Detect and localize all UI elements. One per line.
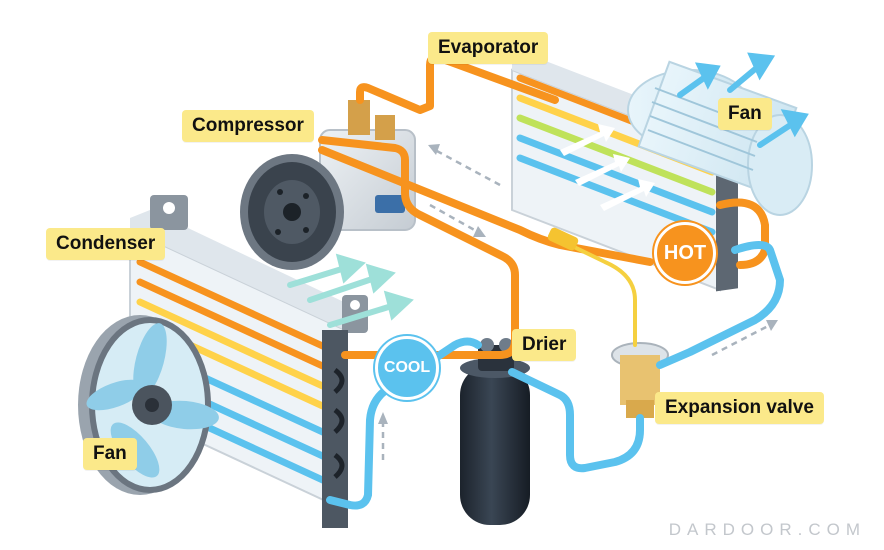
- evaporator-airflow-arrows: [560, 124, 655, 211]
- hot-line-evaporator-outlet: [716, 198, 769, 269]
- condenser-airflow-arrows: [287, 253, 414, 328]
- valve-sensing-line: [568, 243, 637, 347]
- drier-canister: [460, 365, 530, 525]
- condenser-right-bracket: [342, 295, 368, 333]
- cool-line-drier-to-valve: [508, 368, 644, 473]
- drier-unit: [460, 338, 530, 525]
- label-expansion-valve: Expansion valve: [655, 392, 824, 424]
- watermark: DARDOOR.COM: [668, 520, 866, 539]
- evaporator-end-plate: [716, 146, 738, 292]
- fan-airflow-arrows-top: [677, 52, 809, 148]
- cool-line-condenser-to-drier: [326, 337, 482, 510]
- label-fan-condenser: Fan: [83, 438, 137, 470]
- label-compressor: Compressor: [182, 110, 314, 142]
- label-condenser: Condenser: [46, 228, 166, 260]
- label-drier: Drier: [512, 329, 577, 361]
- flow-direction-arrows: [378, 144, 778, 460]
- label-fan-evaporator: Fan: [718, 98, 772, 130]
- label-evaporator: Evaporator: [428, 32, 549, 64]
- cool-line-valve-to-evaporator: [656, 241, 784, 369]
- compressor-unit: [240, 100, 416, 270]
- cool-badge: COOL: [375, 336, 439, 400]
- hot-badge: HOT: [654, 222, 716, 284]
- expansion-valve-unit: [611, 342, 669, 418]
